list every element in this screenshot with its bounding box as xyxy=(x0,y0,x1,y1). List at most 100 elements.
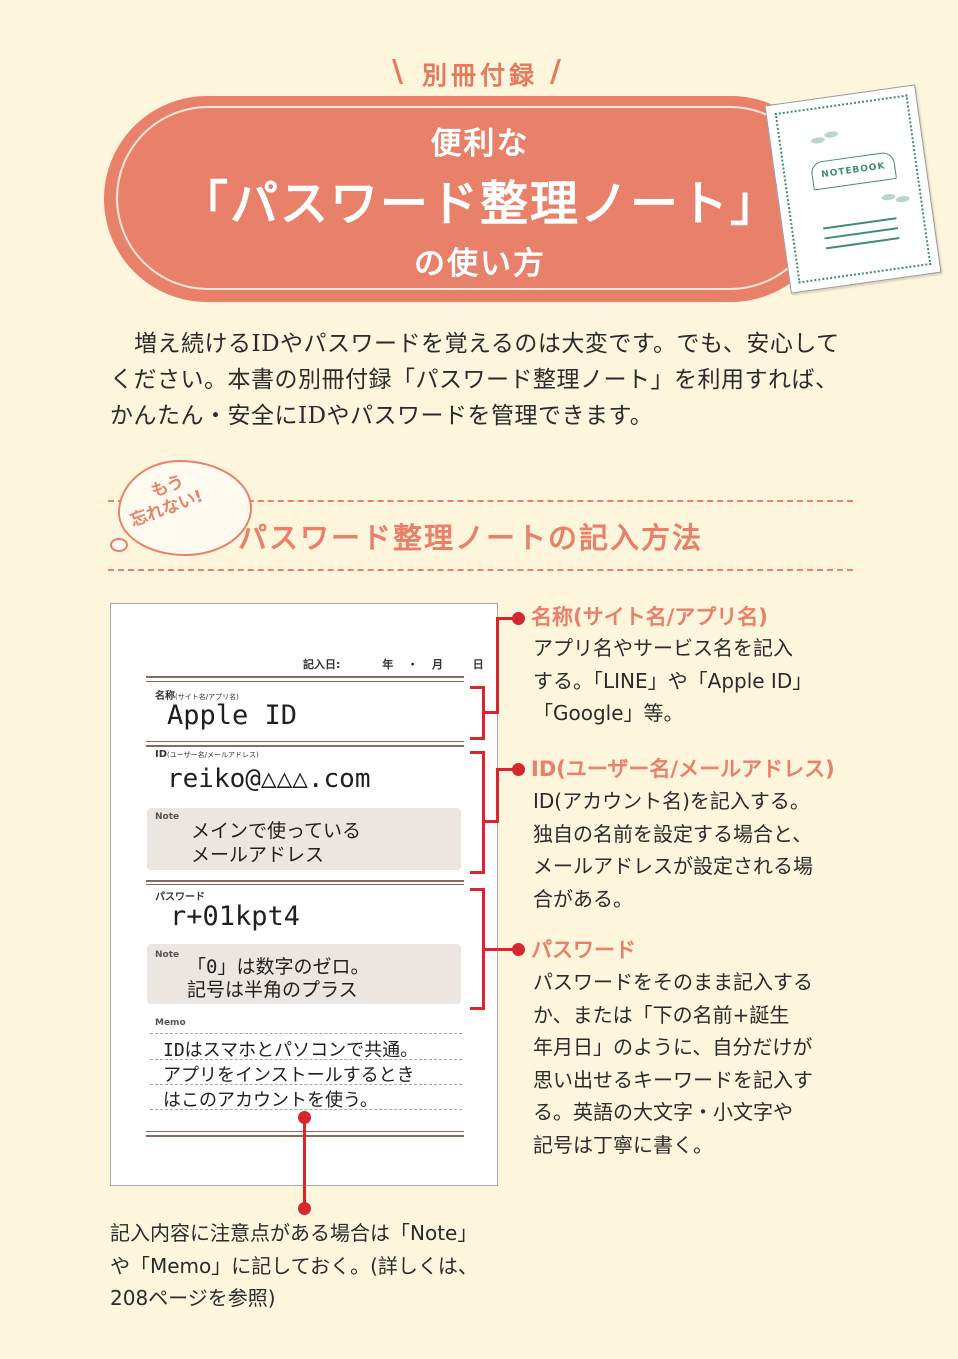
bracket-name xyxy=(482,686,485,740)
bottom-note: 記入内容に注意点がある場合は「Note」 や「Memo」に記しておく。(詳しくは… xyxy=(110,1217,510,1315)
appendix-label: 別冊付録 xyxy=(421,61,538,90)
name-sublabel: (サイト名/アプリ名) xyxy=(175,693,239,701)
note-tag: Note xyxy=(155,950,180,960)
annotation-line: る。英語の大文字・小文字や xyxy=(533,1100,793,1124)
annotation-name-body: アプリ名やサービス名を記入 する。「LINE」や「Apple ID」 「Goog… xyxy=(533,632,853,730)
pointer-line xyxy=(303,1118,306,1208)
id-note-line-1: メインで使っている xyxy=(191,820,362,842)
bullet-dot xyxy=(512,612,525,625)
memo-dotted-line xyxy=(150,1084,462,1085)
id-field-label: ID(ユーザー名/メールアドレス) xyxy=(155,749,259,760)
pw-value: r+01kpt4 xyxy=(170,901,301,932)
bracket-name xyxy=(470,737,484,740)
form-rule xyxy=(146,676,464,678)
memo-dotted-line xyxy=(150,1109,462,1110)
bracket-password xyxy=(470,888,484,891)
page-title: 「パスワード整理ノート」 xyxy=(179,176,780,232)
annotation-line: する。「LINE」や「Apple ID」 xyxy=(533,668,813,693)
annotation-line: パスワードをそのまま記入する xyxy=(533,970,813,994)
title-banner xyxy=(104,96,834,302)
bullet-dot xyxy=(512,763,525,776)
form-rule xyxy=(146,745,464,747)
bracket-password-connector xyxy=(484,948,514,951)
date-sep: ・ xyxy=(407,658,419,671)
memo-dotted-line xyxy=(150,1033,462,1034)
slash-left: \ xyxy=(392,54,403,89)
title-line-1: 便利な xyxy=(430,126,530,162)
bracket-id xyxy=(482,751,485,874)
slash-right: / xyxy=(550,54,561,89)
form-rule xyxy=(146,880,464,882)
annotation-line: 「Google」等。 xyxy=(533,701,684,725)
id-label: ID xyxy=(155,749,168,760)
annotation-password-body: パスワードをそのまま記入する か、または「下の名前+誕生 年月日」のように、自分… xyxy=(533,966,853,1161)
notebook-rule xyxy=(824,227,899,240)
leaf-icon xyxy=(810,136,826,145)
notebook-rule xyxy=(823,217,897,230)
annotation-line: 合がある。 xyxy=(533,886,633,911)
annotation-line: か、または「下の名前+誕生 xyxy=(533,1002,790,1027)
bracket-name-connector xyxy=(484,711,498,714)
memo-line-1: IDはスマホとパソコンで共通。 xyxy=(163,1040,419,1061)
annotation-line: 独自の名前を設定する場合と、 xyxy=(533,821,813,846)
bottom-note-line: 208ページを参照) xyxy=(110,1286,276,1310)
bracket-password xyxy=(482,888,485,1010)
dashed-divider-bottom xyxy=(108,569,853,571)
bracket-name xyxy=(470,686,484,689)
bracket-id xyxy=(470,751,484,754)
annotation-id-title: ID(ユーザー名/メールアドレス) xyxy=(531,757,835,781)
annotation-line: 記号は丁寧に書く。 xyxy=(533,1132,713,1157)
annotation-id-body: ID(アカウント名)を記入する。 独自の名前を設定する場合と、 メールアドレスが… xyxy=(533,785,853,915)
name-label: 名称 xyxy=(155,691,175,702)
section-title: パスワード整理ノートの記入方法 xyxy=(238,521,704,555)
annotation-name-title: 名称(サイト名/アプリ名) xyxy=(531,605,768,629)
bracket-name-connector xyxy=(496,617,514,620)
pw-field-label: パスワード xyxy=(155,892,205,903)
annotation-line: アプリ名やサービス名を記入 xyxy=(533,636,793,660)
leaf-icon xyxy=(823,130,839,139)
bracket-id-connector xyxy=(484,820,498,823)
bullet-dot xyxy=(512,943,525,956)
notebook-rule xyxy=(825,237,900,250)
annotation-line: 年月日」のように、自分だけが xyxy=(533,1035,813,1059)
form-rule xyxy=(146,884,464,885)
name-value: Apple ID xyxy=(167,700,298,731)
bottom-note-line: や「Memo」に記しておく。(詳しくは、 xyxy=(110,1253,478,1278)
dashed-divider-top xyxy=(108,500,853,502)
pointer-dot-top xyxy=(298,1111,311,1124)
pw-note-line-1: 「0」は数字のゼロ。 xyxy=(187,956,370,978)
notebook-illustration: NOTEBOOK xyxy=(764,84,942,294)
annotation-line: 思い出せるキーワードを記入す xyxy=(533,1067,813,1092)
date-day: 日 xyxy=(472,658,484,671)
name-field-label: 名称(サイト名/アプリ名) xyxy=(155,687,239,702)
sample-form xyxy=(110,603,498,1186)
memo-dotted-line xyxy=(150,1059,462,1060)
badge-tail xyxy=(110,538,128,552)
memo-tag: Memo xyxy=(155,1018,186,1028)
memo-line-3: はこのアカウントを使う。 xyxy=(163,1090,378,1111)
memo-line-2: アプリをインストールするとき xyxy=(163,1065,415,1086)
bracket-id-connector xyxy=(496,768,499,823)
date-year: 年 xyxy=(382,658,394,671)
annotation-line: メールアドレスが設定される場 xyxy=(533,854,813,878)
date-month: 月 xyxy=(431,658,443,671)
notebook-label: NOTEBOOK xyxy=(809,151,898,191)
id-note-line-2: メールアドレス xyxy=(191,844,325,866)
form-rule xyxy=(146,681,464,682)
bracket-password xyxy=(470,1007,484,1010)
id-value: reiko@△△△.com xyxy=(167,764,371,794)
pointer-dot-bottom xyxy=(298,1202,311,1215)
pw-note-box: Note 「0」は数字のゼロ。 記号は半角のプラス xyxy=(147,944,461,1004)
intro-paragraph: 増え続けるIDやパスワードを覚えるのは大変です。でも、安心してください。本書の別… xyxy=(110,331,840,429)
form-rule xyxy=(146,741,464,742)
leaf-icon xyxy=(881,193,896,202)
bracket-id-connector xyxy=(496,768,514,771)
appendix-label-wrap: \ 別冊付録 / xyxy=(392,52,568,92)
id-note-box: Note メインで使っている メールアドレス xyxy=(147,808,461,870)
date-label: 記入日: xyxy=(303,658,341,671)
pw-note-line-2: 記号は半角のプラス xyxy=(187,979,358,1001)
leaf-icon xyxy=(895,195,911,204)
date-row: 記入日: 年 ・ 月 日 xyxy=(303,656,484,672)
bottom-note-line: 記入内容に注意点がある場合は「Note」 xyxy=(110,1221,478,1245)
annotation-password-title: パスワード xyxy=(531,938,636,962)
